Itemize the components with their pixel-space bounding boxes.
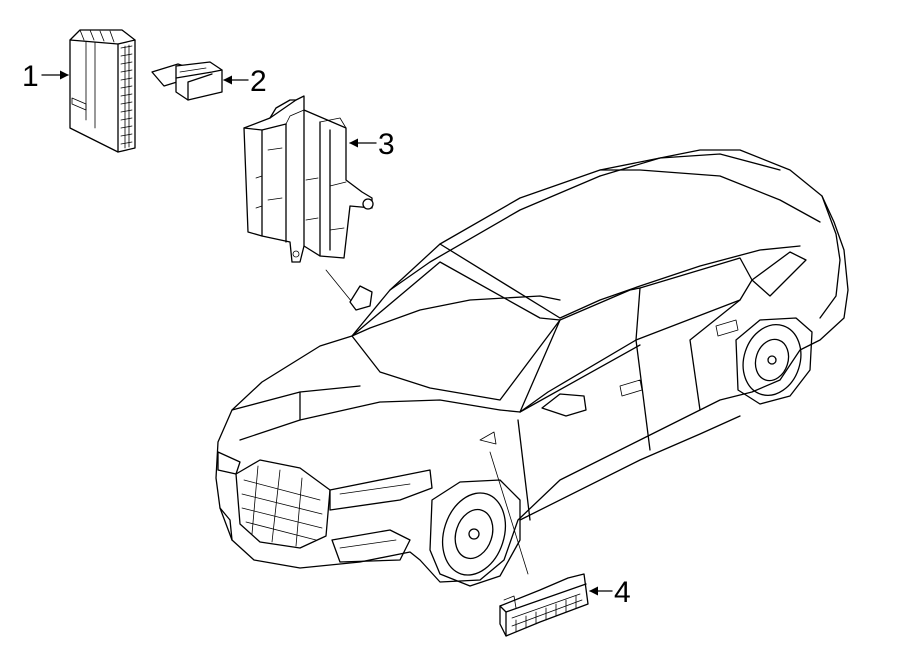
- part-1-control-module[interactable]: [69, 29, 136, 153]
- part-3-bracket-module[interactable]: [243, 95, 374, 263]
- part-4-sill-module[interactable]: [499, 573, 589, 637]
- part-2-fuse[interactable]: [151, 61, 223, 101]
- callout-4-label: 4: [614, 576, 631, 609]
- car-outline: [215, 149, 849, 587]
- part-4-location-leader: [489, 451, 529, 575]
- callout-1-label: 1: [22, 60, 39, 93]
- callout-2-label: 2: [250, 65, 267, 98]
- part-3-location-leader: [325, 269, 353, 303]
- callout-3-label: 3: [378, 128, 395, 161]
